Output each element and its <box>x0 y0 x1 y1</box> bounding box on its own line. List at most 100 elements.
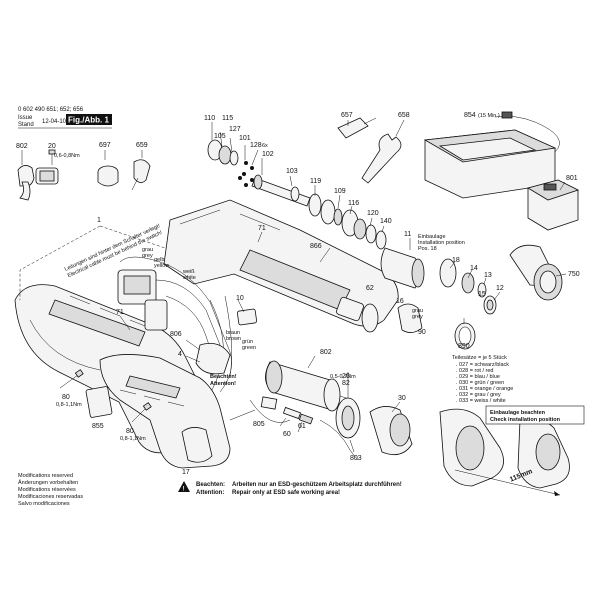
product-numbers: 0 602 490 651; 652; 656 <box>18 107 84 113</box>
callout-30: 30 <box>398 395 406 402</box>
wire-gelb: gelb <box>154 257 164 263</box>
issue-date: 12-04-10 <box>42 119 67 125</box>
mod-3: Modifications réservées <box>18 487 76 493</box>
mod-4: Modificaciones reservadas <box>18 494 83 500</box>
mod-5: Salvo modificaciones <box>18 501 70 507</box>
warning-de-label: Beachten: <box>196 482 225 488</box>
check-install-box: Einbaulage beachten Check installation p… <box>485 405 585 425</box>
warning-en-text: Repair only at ESD safe working area! <box>232 490 340 496</box>
install-pos-en: Installation position <box>418 240 465 246</box>
callout-4: 4 <box>178 351 182 358</box>
part-801-battery <box>526 179 580 231</box>
callout-659: 659 <box>136 142 148 149</box>
wire-braun: braun <box>226 330 240 336</box>
callout-140: 140 <box>380 218 392 225</box>
callout-62: 62 <box>366 285 374 292</box>
callout-16: 16 <box>396 298 404 305</box>
motor <box>265 360 353 412</box>
callout-80-right: 80 <box>126 428 134 435</box>
callout-116: 116 <box>348 200 359 207</box>
charger-note: (15 Min.) <box>478 113 500 119</box>
callout-10: 10 <box>236 295 244 302</box>
wire-labels: grau grey gelb yellow weiß white braun b… <box>142 247 423 351</box>
part-806-bracket <box>195 342 231 375</box>
install-detail-large <box>439 408 570 496</box>
callout-110: 110 <box>204 115 215 122</box>
callout-866: 866 <box>310 243 322 250</box>
callout-109: 109 <box>334 188 346 195</box>
callout-115: 115 <box>222 115 233 122</box>
shim-table: Teilesätze = je 5 Stück . 027 = schwarz/… <box>452 355 513 404</box>
wire-grey-2: grey <box>412 314 423 320</box>
callout-12: 12 <box>496 285 504 292</box>
esd-warning: ! Beachten: Arbeiten nur an ESD-geschütz… <box>178 481 402 496</box>
part-854-charger <box>423 111 560 199</box>
part-890-shim <box>454 322 476 350</box>
shim-row-7: . 033 = weiss / white <box>456 398 506 404</box>
figure-label-box <box>66 114 112 125</box>
gear-head-parts <box>207 139 311 207</box>
part-17-cap <box>181 427 213 463</box>
part-20-82-gear <box>335 397 361 439</box>
part-802-connector <box>35 167 59 185</box>
callout-17: 17 <box>182 469 190 476</box>
callout-750: 750 <box>568 271 580 278</box>
part-20-screw <box>48 149 56 165</box>
beachten-note: Beachten! Attention! <box>210 374 237 387</box>
svg-text:!: ! <box>183 487 185 493</box>
callout-128: 128 <box>250 142 262 149</box>
callout-128-qty: 6x <box>262 143 268 149</box>
callout-657: 657 <box>341 112 353 119</box>
check-box-en: Check installation position <box>490 417 561 423</box>
part-658-wrench <box>361 133 402 184</box>
part-657-key <box>337 117 377 139</box>
callout-82-spec: 0,5-0,7Nm <box>330 374 356 380</box>
warning-en-label: Attention: <box>196 490 224 496</box>
callout-103: 103 <box>286 168 298 175</box>
callout-80-right-spec: 0,8-1,1Nm <box>120 436 146 442</box>
gear-train <box>361 247 497 333</box>
wire-white: white <box>182 275 196 281</box>
install-pos-de: Einbaulage <box>418 234 446 240</box>
mod-1: Modifications reserved <box>18 473 73 479</box>
stand-label: Stand <box>18 122 34 128</box>
spacer-rings <box>308 193 387 250</box>
beachten-en: Attention! <box>210 381 236 387</box>
callout-82: 82 <box>342 380 350 387</box>
part-30-clutch <box>369 406 413 456</box>
figure-label: Fig./Abb. 1 <box>68 116 109 125</box>
callout-806: 806 <box>170 331 182 338</box>
wire-grau-2: grau <box>412 308 423 314</box>
callout-71-mid: 71 <box>116 309 124 316</box>
callout-80-left-spec: 0,8-1,1Nm <box>56 402 82 408</box>
callout-18: 18 <box>452 257 460 264</box>
callout-803: 803 <box>350 455 362 462</box>
screws-80 <box>59 369 152 423</box>
callout-697: 697 <box>99 142 111 149</box>
install-position-note: Einbaulage Installation position Pos. 18 <box>418 234 465 252</box>
callout-801: 801 <box>566 175 578 182</box>
callout-119: 119 <box>310 178 321 185</box>
shim-row-5: . 031 = orange / orange <box>456 386 513 392</box>
issue-label: Issue <box>18 115 33 121</box>
callout-61: 61 <box>298 423 306 430</box>
shim-row-2: . 028 = rot / red <box>456 368 493 374</box>
modifications-block: Modifications reserved Änderungen vorbeh… <box>18 473 83 507</box>
callout-60: 60 <box>283 431 291 438</box>
shim-row-4: . 030 = grün / green <box>456 380 504 386</box>
callout-855: 855 <box>92 423 104 430</box>
warning-de-text: Arbeiten nur an ESD-geschützem Arbeitspl… <box>232 482 402 488</box>
callout-90: 90 <box>418 329 426 336</box>
leader-lines <box>21 119 567 453</box>
callout-105: 105 <box>214 133 226 140</box>
callout-71-top: 71 <box>258 225 266 232</box>
callout-854: 854 <box>464 112 476 119</box>
callout-802-motor: 802 <box>320 349 332 356</box>
wire-grau: grau <box>142 247 153 253</box>
part-697-cap <box>97 165 119 187</box>
wire-grey: grey <box>142 253 153 259</box>
housing-half-right <box>163 199 399 327</box>
mod-2: Änderungen vorbehalten <box>18 479 78 486</box>
part-659-clip <box>131 159 151 191</box>
part-750-cap <box>509 244 563 301</box>
